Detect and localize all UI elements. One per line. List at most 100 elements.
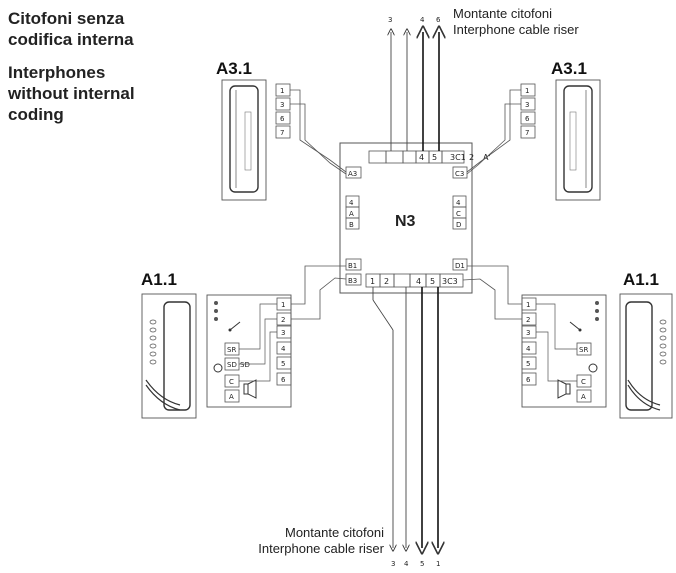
wires-a1-left: [291, 265, 347, 320]
a1-right-terminal: 4: [526, 345, 531, 353]
device-label-a3-left: A3.1: [216, 59, 252, 78]
led-icons: [595, 301, 599, 321]
riser-bottom-wire-number: 3: [391, 560, 395, 568]
a1-right-terminal: 5: [526, 360, 530, 368]
heading-it-line1: Citofoni senza: [8, 9, 125, 28]
a3-left-terminal: 6: [280, 115, 285, 123]
a1-right-internal-terminal: SR: [579, 346, 588, 354]
hub-top-terminal: 2: [469, 153, 474, 162]
buzzer-icon: [588, 363, 598, 373]
hub-top-terminal: 5: [432, 153, 437, 162]
hub-box: [339, 142, 473, 294]
heading-en-line3: coding: [8, 105, 64, 124]
a3-right-terminal: 6: [525, 115, 530, 123]
hub-right-terminal: D1: [455, 262, 465, 270]
a3-left-terminal: 7: [280, 129, 284, 137]
a1-right-internal-terminal: C: [581, 378, 586, 386]
riser-top-wire-number: 6: [436, 16, 441, 24]
riser-bottom-english: Interphone cable riser: [258, 541, 384, 556]
riser-bottom-wires: 3 4 5 1: [372, 287, 440, 568]
hub-right-terminal: D: [456, 221, 461, 229]
switch-icon: [569, 321, 581, 331]
keypad-icon: [149, 319, 157, 365]
riser-bottom-wire-number: 1: [436, 560, 440, 568]
heading-italian: Citofoni senza codifica interna: [8, 8, 134, 50]
riser-bottom-wire-number: 5: [420, 560, 424, 568]
wires-a3-left: [290, 89, 347, 175]
a1-left-internal-terminal: SD: [240, 361, 250, 369]
riser-bottom-label: Montante citofoni Interphone cable riser: [204, 525, 384, 557]
hub-bottom-terminals: 1 2 4 5 3C3: [365, 273, 464, 288]
hub-left-terminals: A3 4 A B B1 B3: [345, 166, 362, 286]
a1-right-terminal: 2: [526, 316, 530, 324]
a1-right-terminal: 1: [526, 301, 530, 309]
a3-left-terminal: 1: [280, 87, 284, 95]
hub-label: N3: [395, 213, 416, 230]
riser-top-wire-number: 3: [388, 16, 392, 24]
hub-bottom-terminal: 5: [430, 277, 435, 286]
hub-right-terminal: 4: [456, 199, 461, 207]
handset-icon: [229, 85, 259, 193]
device-a3-left: 1 3 6 7: [221, 79, 291, 201]
riser-top-english: Interphone cable riser: [453, 22, 579, 37]
hub-top-terminal: 4: [419, 153, 424, 162]
hub-bottom-terminal: 4: [416, 277, 421, 286]
heading-it-line2: codifica interna: [8, 30, 134, 49]
a1-right-terminal: 3: [526, 329, 530, 337]
a1-left-internal-terminal: C: [229, 378, 234, 386]
switch-icon: [229, 321, 241, 331]
heading-english: Interphones without internal coding: [8, 62, 135, 125]
wires-a3-right: [466, 89, 521, 175]
hub-bottom-terminal: 3C3: [442, 277, 458, 286]
a1-left-internal-terminal: A: [229, 393, 234, 401]
hub-right-terminal: C3: [455, 170, 464, 178]
riser-bottom-italian: Montante citofoni: [284, 525, 384, 540]
a1-left-terminal: 6: [281, 376, 286, 384]
hub-right-terminal: C: [456, 210, 461, 218]
buzzer-icon: [213, 363, 223, 373]
a1-left-terminal: 4: [281, 345, 286, 353]
a3-right-terminal: 1: [525, 87, 529, 95]
wires-a1-right: [462, 265, 522, 320]
device-a1-left: SR SD SD C A 1 2 3 4 5 6: [141, 293, 292, 419]
hub-top-note: A': [483, 153, 491, 162]
device-label-a1-right: A1.1: [623, 270, 659, 289]
device-label-a1-left: A1.1: [141, 270, 177, 289]
hub-left-terminal: A3: [348, 170, 357, 178]
device-a3-right: 1 3 6 7: [520, 79, 601, 201]
a1-left-terminal: 1: [281, 301, 285, 309]
riser-top-label: Montante citofoni Interphone cable riser: [453, 6, 579, 38]
hub-right-terminals: C3 4 C D D1: [452, 166, 468, 271]
a3-right-terminal: 3: [525, 101, 529, 109]
a1-left-terminal: 5: [281, 360, 285, 368]
heading-en-line1: Interphones: [8, 63, 106, 82]
a1-right-terminal: 6: [526, 376, 531, 384]
riser-top-wires: 3 4 6: [388, 16, 441, 151]
hub-left-terminal: A: [349, 210, 354, 218]
riser-top-italian: Montante citofoni: [453, 6, 553, 21]
hub-left-terminal: B: [349, 221, 354, 229]
a1-left-terminal: 3: [281, 329, 285, 337]
heading-en-line2: without internal: [8, 84, 135, 103]
hub-bottom-terminal: 1: [370, 277, 375, 286]
device-a1-right: SR C A 1 2 3 4 5 6: [521, 293, 673, 419]
keypad-icon: [659, 319, 667, 365]
led-icons: [214, 301, 218, 321]
handset-icon: [163, 301, 191, 411]
a1-left-internal-terminal: SR: [227, 346, 236, 354]
a1-left-terminal: 2: [281, 316, 285, 324]
a3-right-terminal: 7: [525, 129, 529, 137]
a3-left-terminal: 3: [280, 101, 284, 109]
a1-right-terminals: 1 2 3 4 5 6: [521, 297, 537, 386]
riser-bottom-wire-number: 4: [404, 560, 409, 568]
riser-top-wire-number: 4: [420, 16, 425, 24]
hub-top-terminal: 3C1: [450, 153, 466, 162]
hub-top-terminals: 4 5 3C1 2 A': [368, 150, 491, 164]
a1-right-internal-terminal: A: [581, 393, 586, 401]
hub-left-terminal: 4: [349, 199, 354, 207]
handset-icon: [625, 301, 653, 411]
device-label-a3-right: A3.1: [551, 59, 587, 78]
hub-left-terminal: B3: [348, 277, 357, 285]
handset-icon: [563, 85, 593, 193]
